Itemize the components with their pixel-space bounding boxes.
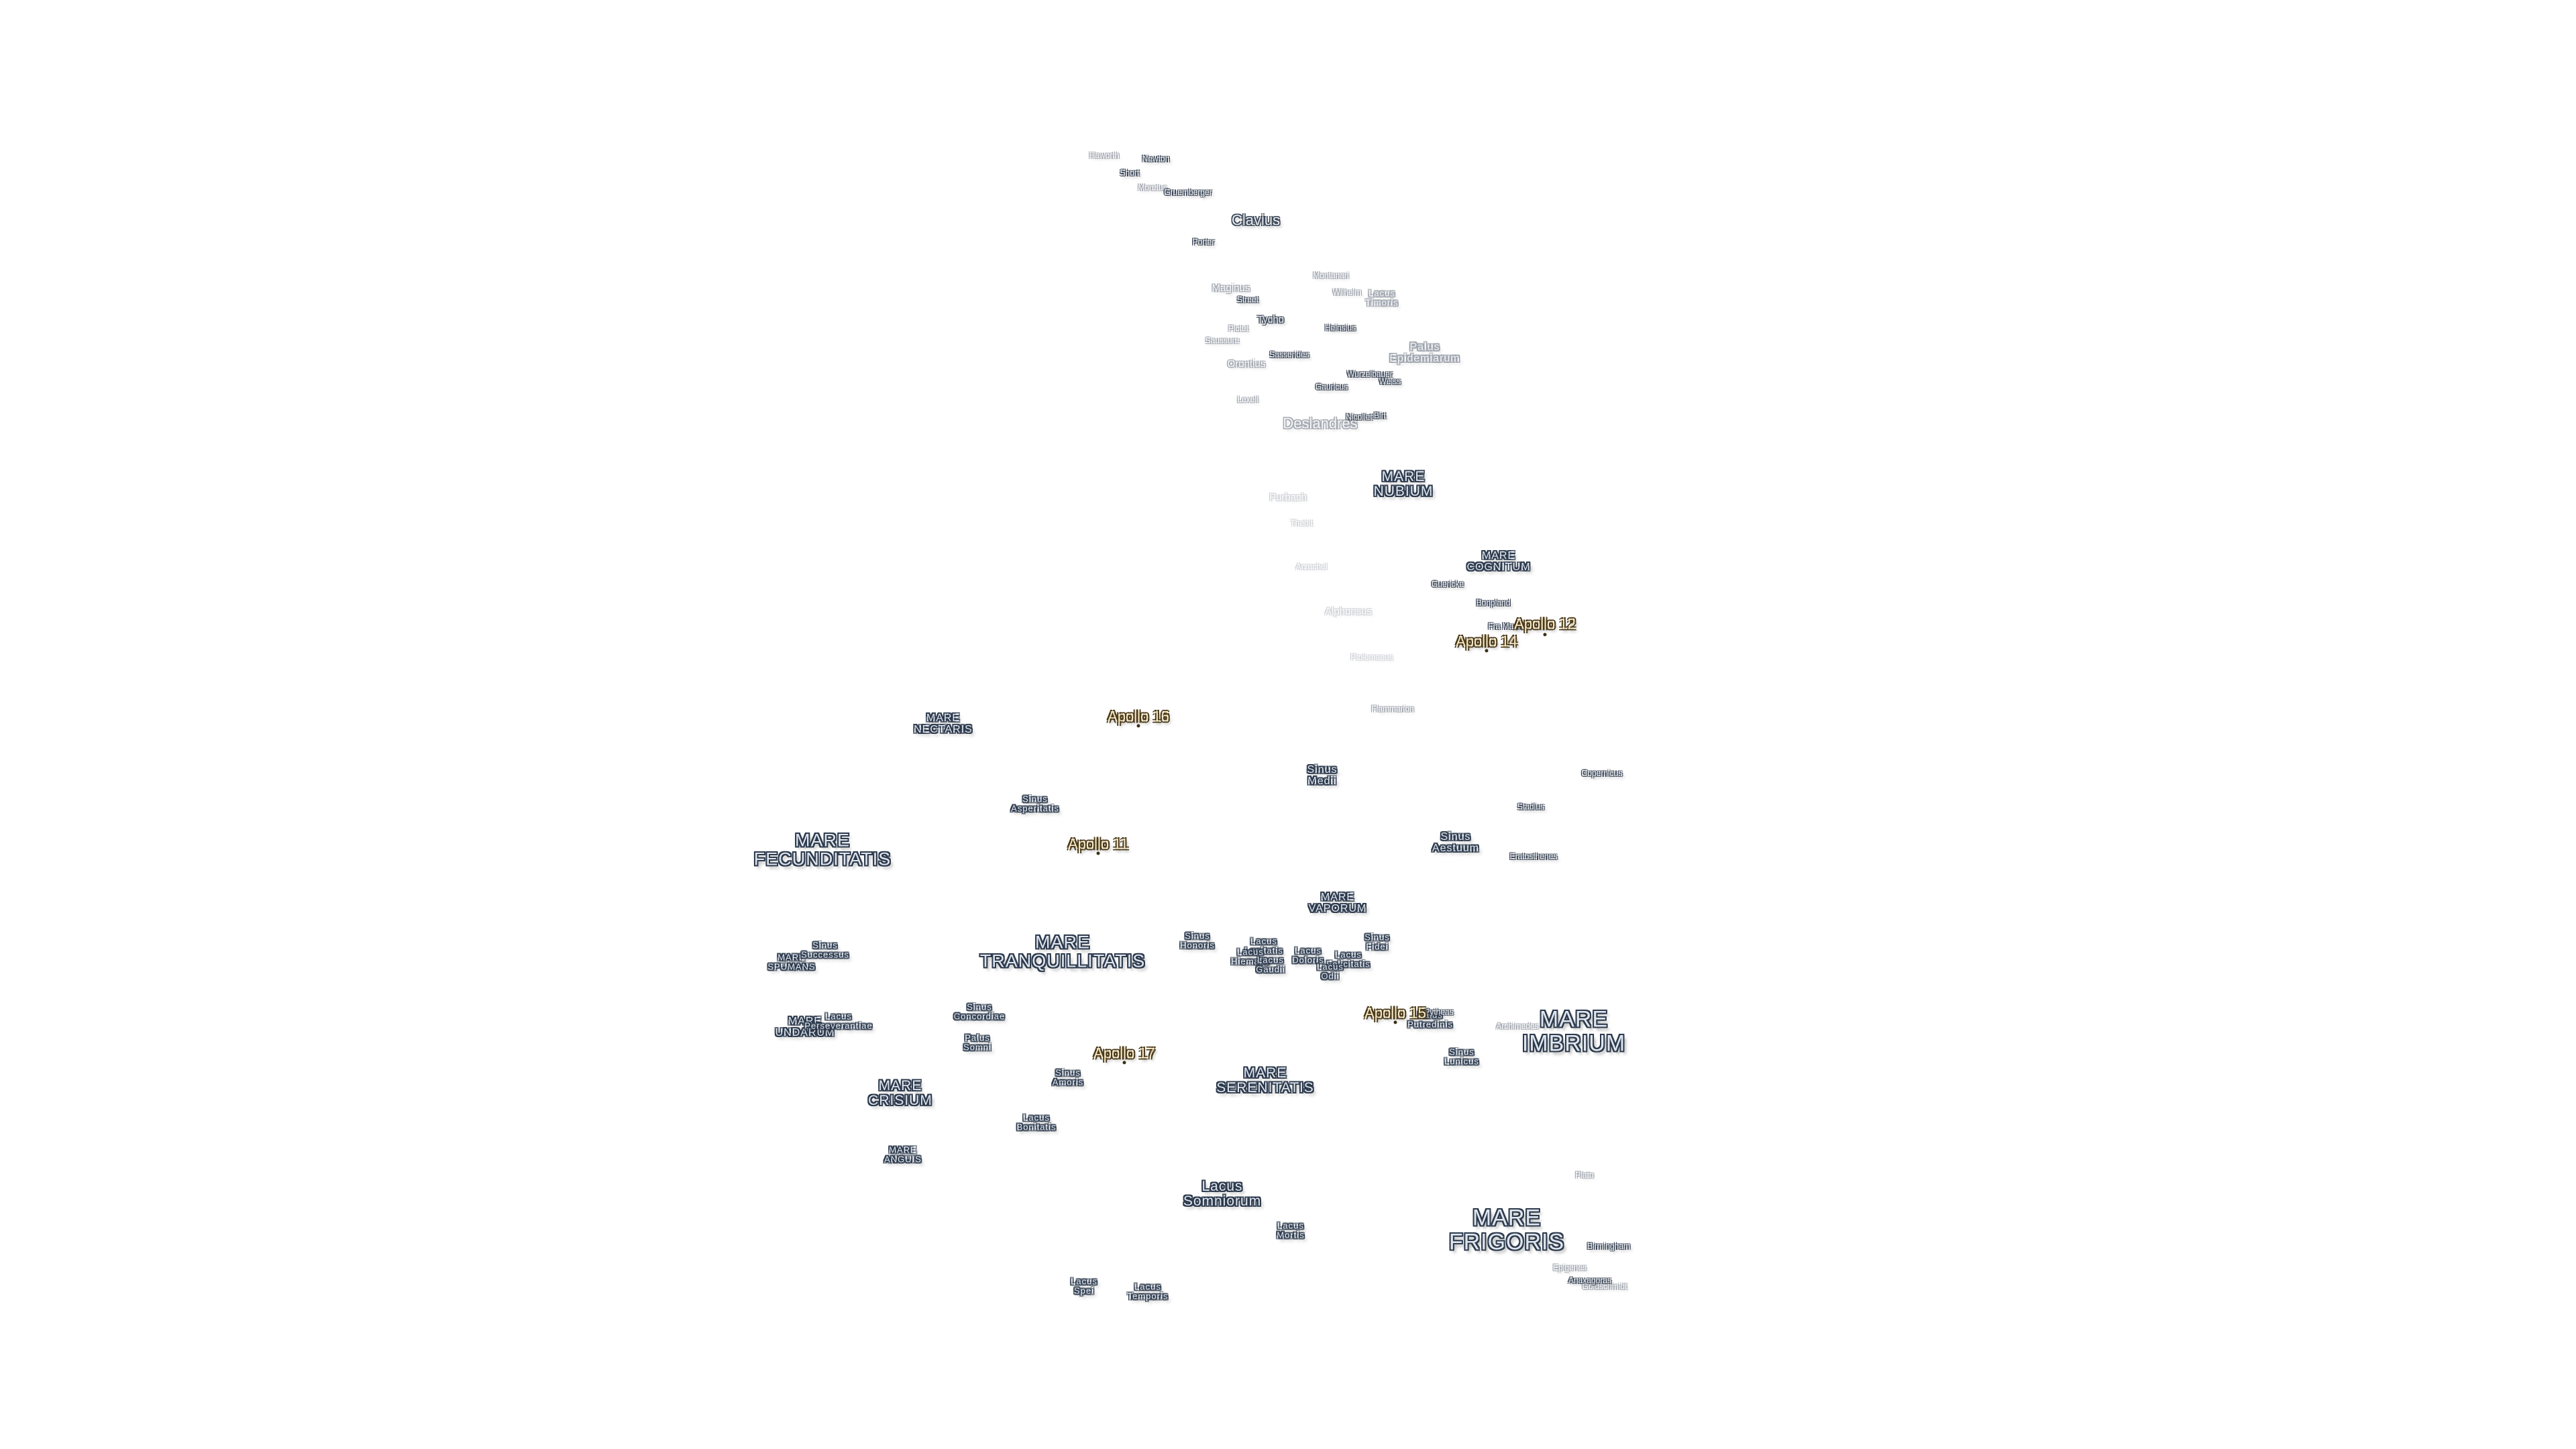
- mare-label: Lacus Lenitatis: [1244, 936, 1283, 955]
- mare-label: MARE COGNITUM: [1466, 550, 1531, 573]
- crater-label: Porter: [1192, 237, 1215, 247]
- mare-label: MARE ANGUIS: [884, 1144, 922, 1164]
- mare-label: Sinus Lunicus: [1444, 1046, 1479, 1066]
- landing-site-marker[interactable]: [1096, 851, 1100, 855]
- crater-label: Maginus: [1212, 282, 1250, 294]
- crater-label: Eratosthenes: [1509, 851, 1558, 861]
- crater-label: Short: [1120, 168, 1140, 178]
- apollo-site-label[interactable]: Apollo 16: [1108, 708, 1169, 725]
- mare-label: Lacus Bonitatis: [1016, 1112, 1057, 1132]
- mare-label: Lacus Hiemalis: [1231, 947, 1270, 966]
- mare-label: Lacus Timoris: [1365, 288, 1399, 307]
- crater-label: Anaxagoras: [1568, 1275, 1612, 1285]
- mare-label: MARE VAPORUM: [1308, 892, 1367, 914]
- mare-label: Sinus Concordiae: [953, 1002, 1006, 1021]
- mare-label: MARE FECUNDITATIS: [753, 830, 892, 869]
- mare-label: Palus Somni: [963, 1032, 991, 1052]
- crater-label: Bonpland: [1476, 598, 1511, 608]
- crater-label: Epigenes: [1552, 1263, 1587, 1273]
- mare-label: MARE NUBIUM: [1373, 468, 1434, 499]
- landing-site-marker[interactable]: [1136, 724, 1140, 728]
- crater-label: Pictet: [1228, 323, 1249, 333]
- mare-label: Lacus Perseverantiae: [804, 1011, 873, 1030]
- crater-label: Orontius: [1227, 358, 1266, 370]
- mare-label: Sinus Honoris: [1180, 930, 1215, 950]
- crater-label: Birt: [1374, 411, 1386, 421]
- crater-label: Pytheas: [1424, 1007, 1454, 1017]
- landing-site-marker[interactable]: [1543, 633, 1547, 637]
- mare-label: MARE CRISIUM: [868, 1077, 932, 1108]
- mare-label: Lacus Gaudii: [1256, 955, 1285, 974]
- mare-label: MARE SERENITATIS: [1216, 1065, 1314, 1095]
- crater-label: Guericke: [1431, 579, 1464, 589]
- mare-label: Palus Putredinis: [1407, 1010, 1453, 1029]
- mare-label: MARE SPUMANS: [767, 952, 816, 971]
- crater-label: Lexell: [1237, 394, 1258, 405]
- mare-label: Lacus Temporis: [1127, 1281, 1169, 1301]
- mare-label: MARE UNDARUM: [775, 1016, 835, 1038]
- crater-label: Newton: [1142, 154, 1170, 164]
- crater-label: Tycho: [1256, 314, 1285, 326]
- crater-label: Ptolemaeus: [1350, 652, 1393, 662]
- apollo-site-label[interactable]: Apollo 15: [1364, 1004, 1426, 1022]
- mare-label: MARE IMBRIUM: [1521, 1006, 1626, 1056]
- crater-label: Copernicus: [1581, 768, 1623, 778]
- crater-label: Sasserides: [1269, 350, 1309, 360]
- apollo-site-label[interactable]: Apollo 17: [1093, 1044, 1155, 1062]
- landing-site-marker[interactable]: [1393, 1020, 1397, 1024]
- crater-label: Alphonsus: [1324, 606, 1373, 618]
- crater-label: Flammarion: [1371, 704, 1414, 714]
- crater-label: Wurzelbauer: [1347, 369, 1393, 379]
- crater-label: Birmingham: [1587, 1241, 1631, 1251]
- mare-label: Sinus Asperitatis: [1011, 794, 1059, 813]
- crater-label: Wilhelm: [1332, 287, 1362, 297]
- mare-label: Lacus Mortis: [1277, 1220, 1305, 1240]
- mare-label: Sinus Fidei: [1364, 932, 1390, 951]
- mare-label: MARE TRANQUILLITATIS: [979, 932, 1146, 971]
- crater-label: Gruemberger: [1164, 187, 1212, 197]
- mare-label: Lacus Somniorum: [1183, 1178, 1262, 1209]
- crater-label: Plato: [1575, 1170, 1594, 1180]
- mare-label: Sinus Successus: [801, 940, 849, 959]
- crater-label: Haworth: [1089, 150, 1120, 160]
- crater-label: Street: [1236, 294, 1259, 305]
- crater-label: Clavius: [1231, 211, 1281, 229]
- mare-label: Lacus Odii: [1317, 961, 1344, 981]
- apollo-site-label[interactable]: Apollo 12: [1514, 615, 1576, 633]
- mare-label: MARE FRIGORIS: [1448, 1205, 1565, 1254]
- crater-label: Arzachel: [1295, 561, 1328, 572]
- crater-label: Deslandres: [1283, 415, 1358, 432]
- mare-label: Sinus Amoris: [1052, 1067, 1084, 1087]
- mare-label: Sinus Aestuum: [1432, 831, 1480, 854]
- crater-label: Saussure: [1205, 335, 1240, 345]
- crater-label: Thebit: [1290, 518, 1313, 528]
- mare-label: Lacus Felicitatis: [1326, 949, 1371, 969]
- crater-label: Weiss: [1379, 376, 1401, 386]
- crater-label: Nicollet: [1346, 412, 1373, 422]
- apollo-site-label[interactable]: Apollo 11: [1067, 835, 1129, 853]
- mare-label: Palus Epidemiarum: [1389, 341, 1460, 364]
- crater-label: Stadius: [1517, 802, 1545, 812]
- crater-label: Gauricus: [1315, 382, 1348, 392]
- mare-label: Lacus Doloris: [1292, 945, 1324, 965]
- mare-label: Sinus Medii: [1307, 764, 1338, 787]
- mare-label: Lacus Spei: [1071, 1276, 1097, 1295]
- crater-label: Moretus: [1138, 182, 1167, 193]
- crater-label: Archimedes: [1496, 1021, 1539, 1031]
- apollo-site-label[interactable]: Apollo 14: [1456, 633, 1517, 650]
- landing-site-marker[interactable]: [1122, 1061, 1126, 1065]
- crater-label: Fra Mauro: [1488, 621, 1525, 631]
- crater-label: Heinsius: [1324, 323, 1356, 333]
- mare-label: MARE NECTARIS: [914, 712, 973, 735]
- landing-site-marker[interactable]: [1485, 649, 1489, 653]
- crater-label: Montanari: [1313, 270, 1349, 280]
- crater-label: Goldschmidt: [1582, 1281, 1627, 1291]
- crater-label: Purbach: [1269, 492, 1307, 504]
